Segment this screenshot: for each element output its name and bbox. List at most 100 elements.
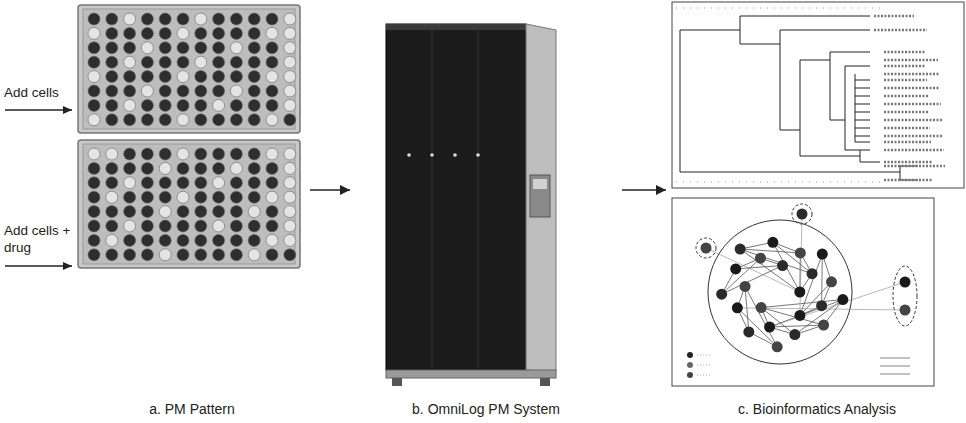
plate-well: [284, 71, 296, 83]
plate-well: [88, 249, 100, 261]
plate-well: [195, 85, 207, 97]
plate-well: [106, 42, 118, 54]
plate-well: [213, 206, 225, 218]
plate-well: [213, 71, 225, 83]
network-node: [767, 237, 778, 248]
plate-well: [230, 148, 242, 160]
plate-well: [284, 177, 296, 189]
plate-well: [106, 148, 118, 160]
plate-well: [106, 220, 118, 232]
plate-well: [88, 13, 100, 25]
plate-well: [266, 99, 278, 111]
plate-well: [284, 114, 296, 126]
plate-well: [230, 206, 242, 218]
leaf-mark: [884, 95, 928, 98]
plate-well: [141, 234, 153, 246]
plate-well: [230, 220, 242, 232]
plate-well: [141, 177, 153, 189]
network-node: [794, 310, 805, 321]
plate-well: [195, 220, 207, 232]
plate-well: [195, 234, 207, 246]
plate-well: [230, 42, 242, 54]
plate-well: [195, 162, 207, 174]
plate-well: [195, 42, 207, 54]
network-node: [795, 247, 806, 258]
network-node: [797, 209, 808, 220]
plate-well: [159, 13, 171, 25]
plate-well: [248, 206, 260, 218]
plate-well: [177, 249, 189, 261]
plate-well: [141, 191, 153, 203]
plate-well: [213, 177, 225, 189]
plate-well: [195, 177, 207, 189]
feed-arrow: [5, 265, 72, 267]
plate-well: [124, 42, 136, 54]
network-link: [773, 242, 812, 273]
plate-well: [248, 148, 260, 160]
plate-well: [213, 148, 225, 160]
plate-well: [88, 42, 100, 54]
plate-well: [159, 162, 171, 174]
plate-well: [124, 13, 136, 25]
plate-well: [248, 220, 260, 232]
panel-caption: a. PM Pattern: [76, 401, 308, 417]
plate-well: [88, 148, 100, 160]
network-node: [764, 321, 775, 332]
panel-group: b. OmniLog PM System: [352, 0, 620, 423]
network-graph: [701, 209, 911, 353]
plate-well: [106, 114, 118, 126]
network-node: [837, 294, 848, 305]
panel-caption: c. Bioinformatics Analysis: [668, 401, 966, 417]
plate-well: [230, 71, 242, 83]
plate-well: [88, 27, 100, 39]
plate-well: [195, 191, 207, 203]
plate-well: [141, 71, 153, 83]
leaf-mark: [884, 165, 945, 168]
tree-leaf-marks: [874, 16, 945, 180]
plate-well: [266, 27, 278, 39]
plate-well: [88, 191, 100, 203]
plate-well: [248, 249, 260, 261]
plate-well: [195, 114, 207, 126]
plate-well: [266, 71, 278, 83]
plate-well: [141, 114, 153, 126]
leaf-mark: [884, 127, 930, 130]
network-plot: [672, 198, 934, 386]
plate-well: [141, 249, 153, 261]
plate-well: [284, 85, 296, 97]
network-node: [900, 305, 911, 316]
plate-well: [195, 148, 207, 160]
plate-well: [106, 249, 118, 261]
leaf-mark: [884, 73, 939, 76]
plate-well: [106, 206, 118, 218]
plate-well: [266, 206, 278, 218]
plate-well: [159, 206, 171, 218]
plate-well: [159, 191, 171, 203]
plate-well: [248, 191, 260, 203]
plate-well: [248, 71, 260, 83]
plate-well: [124, 234, 136, 246]
plate-well: [230, 162, 242, 174]
plate-well: [248, 85, 260, 97]
feed-arrow: [5, 109, 72, 111]
plate-well: [141, 148, 153, 160]
leaf-mark: [874, 15, 914, 18]
plate-well: [284, 13, 296, 25]
network-node: [818, 320, 829, 331]
plate-well: [106, 191, 118, 203]
leaf-mark: [884, 111, 929, 114]
plate-well: [213, 162, 225, 174]
plate-well: [159, 27, 171, 39]
network-node: [777, 260, 788, 271]
network-node: [817, 249, 828, 260]
plate-well: [213, 85, 225, 97]
plate-well: [177, 13, 189, 25]
plate-well: [266, 148, 278, 160]
plate-well: [141, 27, 153, 39]
plate-well: [177, 162, 189, 174]
plate-well: [106, 85, 118, 97]
microplate: [78, 5, 300, 268]
plate-well: [106, 56, 118, 68]
network-node: [730, 263, 741, 274]
plate-well: [248, 56, 260, 68]
